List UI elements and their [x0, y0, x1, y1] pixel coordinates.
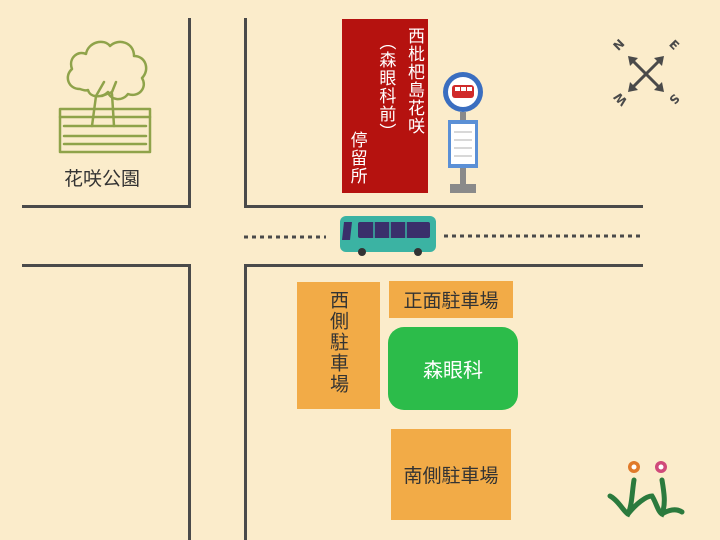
west-parking-label: 西側駐車場 — [327, 290, 349, 395]
road-south-east-horizontal — [244, 264, 643, 267]
bus-stop-subname: （森眼科前） — [375, 33, 396, 141]
tree-icon — [58, 40, 152, 154]
bus-icon — [340, 216, 436, 256]
road-south-west-horizontal — [22, 264, 191, 267]
compass-arrows — [628, 56, 664, 92]
road-east-lower-vertical — [244, 264, 247, 540]
bus-stop-pole-icon — [443, 72, 483, 193]
west-parking-lot: 西側駐車場 — [297, 282, 380, 409]
clinic-logo-icon — [607, 461, 685, 518]
bus-stop-name: 西枇杷島花咲 — [404, 27, 425, 135]
park-label: 花咲公園 — [63, 168, 140, 190]
bus-stop-sign: 西枇杷島花咲 （森眼科前） 停留所 — [342, 19, 428, 193]
compass-icon: N E W S — [606, 34, 686, 114]
bus-stop-suffix: 停留所 — [346, 131, 367, 185]
road-north-west-horizontal — [22, 205, 191, 208]
road-west-upper-vertical — [188, 18, 191, 208]
south-parking-lot: 南側駐車場 — [391, 429, 511, 520]
road-north-east-horizontal — [244, 205, 643, 208]
road-east-upper-vertical — [244, 18, 247, 208]
road-west-lower-vertical — [188, 264, 191, 540]
clinic-building: 森眼科 — [388, 327, 518, 410]
front-parking-lot: 正面駐車場 — [389, 281, 513, 318]
